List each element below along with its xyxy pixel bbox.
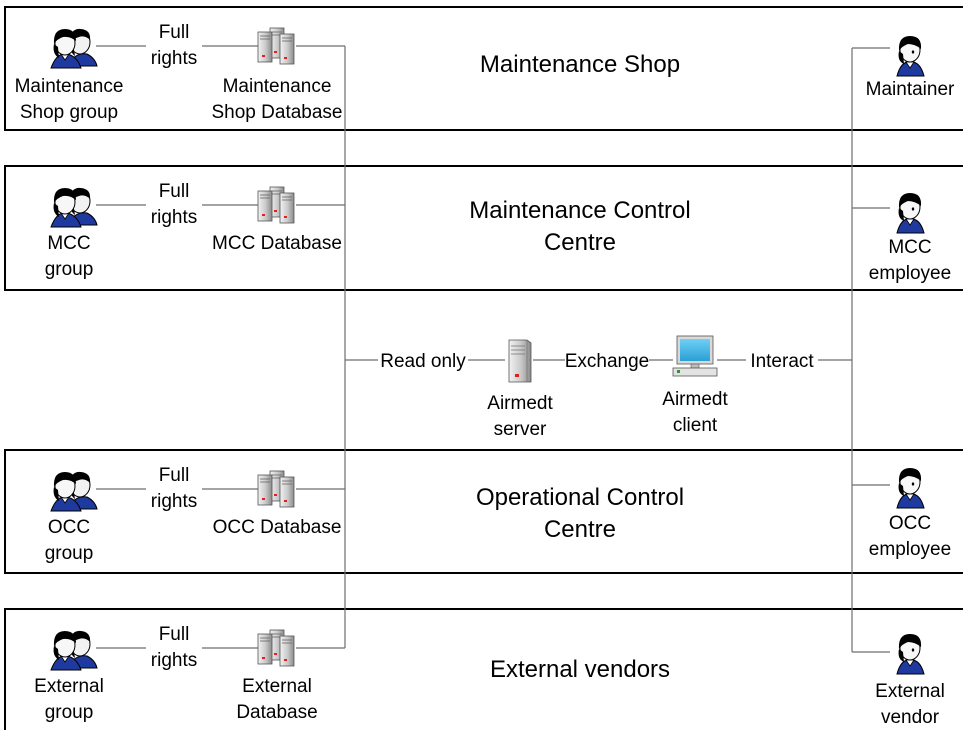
rights-label: Full rights bbox=[151, 181, 197, 228]
person-label-line: Maintainer bbox=[866, 79, 955, 100]
rights-label: Full rights bbox=[151, 22, 197, 69]
server-label-line: server bbox=[494, 419, 547, 440]
database-label-line: Maintenance bbox=[223, 76, 332, 97]
section-title-line: Centre bbox=[544, 229, 616, 256]
group-label-line: group bbox=[45, 543, 94, 564]
database-icon bbox=[257, 27, 295, 65]
rights-label-line: Full bbox=[159, 181, 190, 202]
group-label-line: Shop group bbox=[20, 102, 118, 123]
database-label-line: External bbox=[242, 676, 312, 697]
server-icon bbox=[508, 339, 532, 383]
client-label-line: client bbox=[673, 415, 718, 436]
database-label: MCC Database bbox=[212, 233, 342, 254]
section-boxes bbox=[4, 6, 963, 735]
group-label-line: MCC bbox=[47, 233, 90, 254]
section-title-line: Maintenance Shop bbox=[480, 51, 680, 78]
rights-label-line: rights bbox=[151, 48, 197, 69]
rights-label-line: Full bbox=[159, 465, 190, 486]
group-label-line: External bbox=[34, 676, 104, 697]
client-label-line: Airmedt bbox=[662, 389, 728, 410]
database-icon bbox=[257, 629, 295, 667]
group-label-line: OCC bbox=[48, 517, 90, 538]
person-label: Maintainer bbox=[866, 79, 955, 100]
person-label: OCC employee bbox=[869, 513, 951, 560]
person-label-line: employee bbox=[869, 539, 951, 560]
rights-label: Full rights bbox=[151, 465, 197, 512]
group-label: MCC group bbox=[45, 233, 94, 280]
client-label: Airmedt client bbox=[662, 389, 728, 436]
interact-label: Interact bbox=[750, 351, 814, 372]
database-label: OCC Database bbox=[213, 517, 342, 538]
section-title: Maintenance Shop bbox=[480, 51, 680, 78]
server-label: Airmedt server bbox=[487, 393, 553, 440]
section-box-occ bbox=[4, 449, 963, 574]
section-box-mcc bbox=[4, 165, 963, 291]
server-label-line: Airmedt bbox=[487, 393, 553, 414]
group-label-line: group bbox=[45, 702, 94, 723]
rights-label-line: rights bbox=[151, 207, 197, 228]
section-title-line: Operational Control bbox=[476, 484, 684, 511]
rights-label: Full rights bbox=[151, 624, 197, 671]
database-icon bbox=[257, 470, 295, 508]
database-label-line: Database bbox=[236, 702, 317, 723]
person-label-line: MCC bbox=[888, 237, 931, 258]
section-title-line: External vendors bbox=[490, 656, 670, 683]
exchange-label: Exchange bbox=[565, 351, 650, 372]
person-icon bbox=[896, 634, 925, 675]
person-label: External vendor bbox=[875, 681, 945, 728]
database-label-line: OCC Database bbox=[213, 517, 342, 538]
rights-label-line: rights bbox=[151, 491, 197, 512]
person-label-line: employee bbox=[869, 263, 951, 284]
group-label-line: Maintenance bbox=[15, 76, 124, 97]
group-icon bbox=[50, 187, 98, 228]
person-icon bbox=[896, 468, 925, 509]
database-label-line: Shop Database bbox=[212, 102, 343, 123]
rights-label-line: Full bbox=[159, 22, 190, 43]
read-only-label: Read only bbox=[380, 351, 466, 372]
section-title-line: Maintenance Control bbox=[469, 197, 690, 224]
person-icon bbox=[896, 193, 925, 234]
client-computer-icon bbox=[672, 335, 718, 377]
person-label-line: External bbox=[875, 681, 945, 702]
group-icon bbox=[50, 630, 98, 671]
person-icon bbox=[896, 36, 925, 77]
person-label-line: vendor bbox=[881, 707, 940, 728]
rights-label-line: Full bbox=[159, 624, 190, 645]
section-title: External vendors bbox=[490, 656, 670, 683]
database-label-line: MCC Database bbox=[212, 233, 342, 254]
section-box-maintenance-shop bbox=[4, 6, 963, 131]
group-icon bbox=[50, 28, 98, 69]
group-icon bbox=[50, 471, 98, 512]
person-label: MCC employee bbox=[869, 237, 951, 284]
section-title-line: Centre bbox=[544, 516, 616, 543]
group-label-line: group bbox=[45, 259, 94, 280]
database-icon bbox=[257, 186, 295, 224]
icons-layer bbox=[50, 27, 925, 675]
connector-lines bbox=[96, 45, 890, 653]
section-box-external bbox=[4, 608, 963, 735]
person-label-line: OCC bbox=[889, 513, 931, 534]
group-label: OCC group bbox=[45, 517, 94, 564]
rights-label-line: rights bbox=[151, 650, 197, 671]
group-label: External group bbox=[34, 676, 104, 723]
